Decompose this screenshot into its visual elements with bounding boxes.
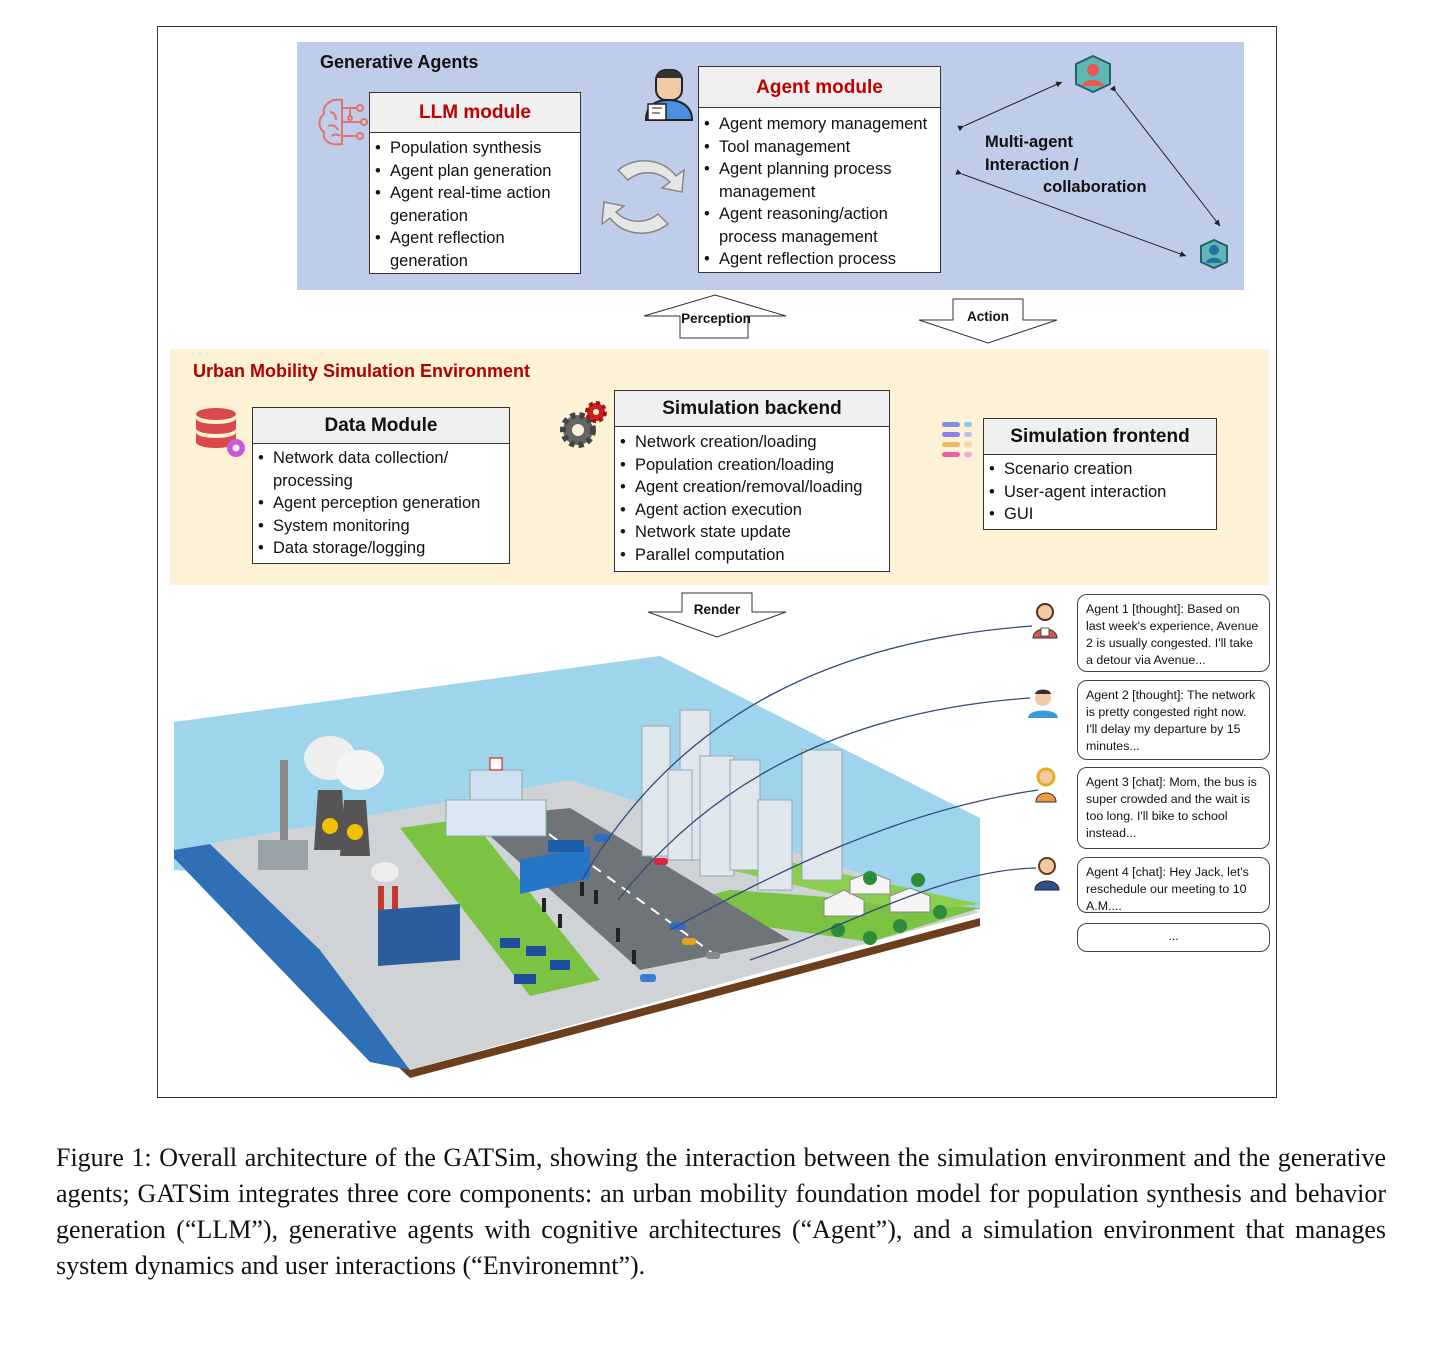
action-arrow (918, 298, 1058, 344)
agent-avatar-2-icon (1028, 689, 1058, 718)
agent-module-title: Agent module (699, 67, 940, 108)
city-illustration (174, 656, 980, 1078)
backend-item: Network creation/loading (615, 431, 889, 454)
llm-module-title: LLM module (370, 93, 580, 133)
llm-item: Agent reflection generation (370, 227, 580, 272)
perception-label: Perception (681, 311, 751, 326)
data-item: Data storage/logging (253, 537, 509, 560)
backend-item: Agent action execution (615, 499, 889, 522)
render-label: Render (693, 602, 741, 617)
backend-item: Parallel computation (615, 544, 889, 567)
data-item: Agent perception generation (253, 492, 509, 515)
environment-title: Urban Mobility Simulation Environment (193, 361, 531, 381)
llm-module-box: LLM module Population synthesis Agent pl… (369, 92, 581, 274)
generative-agents-title: Generative Agents (320, 52, 479, 72)
multi-agent-arrows (955, 54, 1228, 270)
factory (371, 862, 460, 966)
skyscrapers (641, 709, 843, 891)
perception-arrow (643, 294, 787, 339)
brain-icon (318, 98, 368, 146)
agent-item: Agent memory management (699, 113, 940, 136)
green-strip (400, 818, 600, 996)
simulation-backend-box: Simulation backend Network creation/load… (614, 390, 890, 572)
render-arrow (647, 592, 787, 638)
pedestrians (542, 882, 636, 964)
figure-frame (157, 26, 1277, 1098)
llm-item: Population synthesis (370, 137, 580, 160)
river (174, 844, 410, 1070)
figure-caption: Figure 1: Overall architecture of the GA… (56, 1143, 1386, 1280)
cycle-arrows-icon (601, 160, 685, 234)
backend-item: Network state update (615, 521, 889, 544)
chat-bubble-agent-1: Agent 1 [thought]: Based on last week's … (1077, 594, 1270, 672)
agent-avatar-1-icon (1032, 603, 1058, 639)
agent-item: Agent reasoning/action process managemen… (699, 203, 940, 248)
frontend-item: Scenario creation (984, 458, 1216, 481)
agent-connection-lines (581, 625, 1039, 961)
data-module-title: Data Module (253, 408, 509, 444)
agent-headset-icon (644, 69, 694, 121)
agent-avatar-4-icon (1034, 857, 1060, 891)
agent-item: Agent planning process management (699, 158, 940, 203)
store-building (520, 840, 590, 894)
frontend-item: GUI (984, 503, 1216, 526)
power-plant (258, 736, 384, 870)
multi-agent-line: Multi-agent (985, 133, 1073, 151)
chat-bubble-agent-2: Agent 2 [thought]: The network is pretty… (1077, 680, 1270, 760)
chat-bubble-agent-4: Agent 4 [chat]: Hey Jack, let's reschedu… (1077, 857, 1270, 913)
solar-panels (500, 938, 570, 984)
gears-icon (560, 401, 607, 448)
chat-bubble-agent-3: Agent 3 [chat]: Mom, the bus is super cr… (1077, 767, 1270, 849)
agent-avatar-3-icon (1035, 767, 1057, 803)
hospital-building (445, 757, 547, 837)
agent-hex-avatar-2 (1200, 238, 1228, 270)
agent-item: Agent reflection process (699, 248, 940, 271)
chat-bubble-ellipsis: ... (1077, 923, 1270, 952)
agent-item: Tool management (699, 136, 940, 159)
llm-item: Agent real-time action generation (370, 182, 580, 227)
simulation-frontend-title: Simulation frontend (984, 419, 1216, 455)
houses (823, 871, 931, 917)
ui-list-icon (942, 422, 972, 457)
agent-module-box: Agent module Agent memory management Too… (698, 66, 941, 273)
multi-agent-line: Interaction / (985, 155, 1079, 174)
backend-item: Agent creation/removal/loading (615, 476, 889, 499)
data-item: System monitoring (253, 515, 509, 538)
data-item: Network data collection/ processing (253, 447, 509, 492)
llm-item: Agent plan generation (370, 160, 580, 183)
data-module-box: Data Module Network data collection/ pro… (252, 407, 510, 564)
simulation-frontend-box: Simulation frontend Scenario creation Us… (983, 418, 1217, 530)
database-icon (196, 408, 245, 457)
action-label: Action (967, 309, 1009, 324)
agent-hex-avatar-1 (1075, 54, 1111, 94)
simulation-backend-title: Simulation backend (615, 391, 889, 427)
backend-item: Population creation/loading (615, 454, 889, 477)
frontend-item: User-agent interaction (984, 481, 1216, 504)
ground-edge (174, 850, 980, 1078)
